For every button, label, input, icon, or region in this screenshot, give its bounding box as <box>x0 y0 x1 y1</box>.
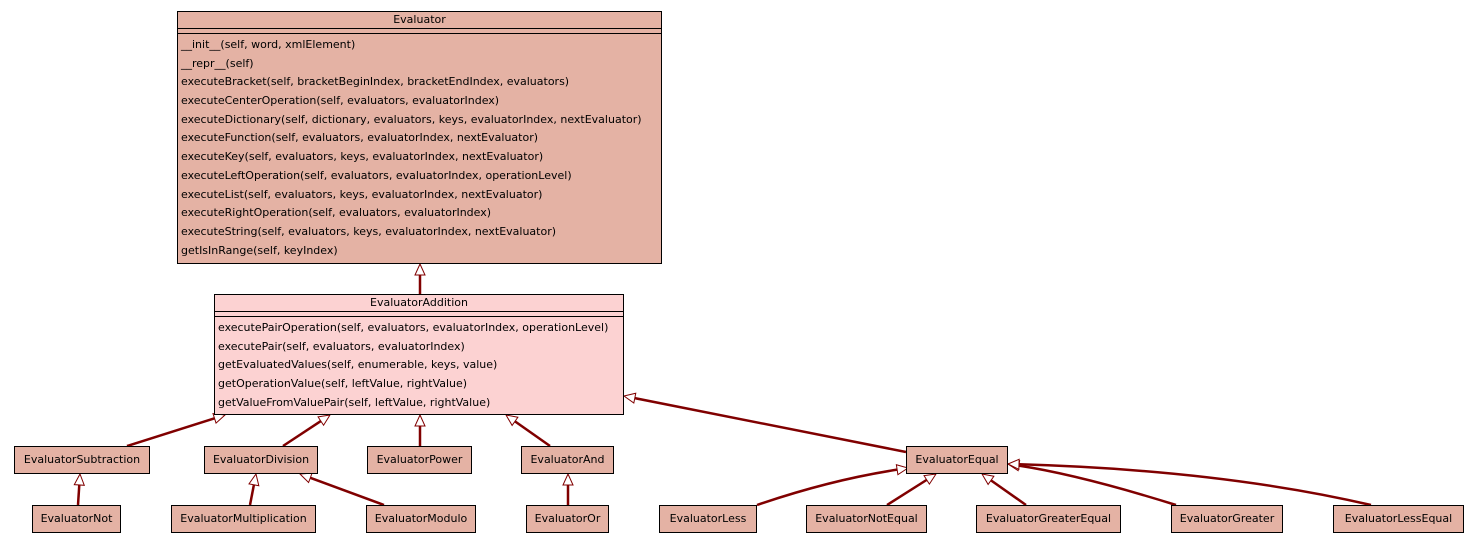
edge-not-subtraction <box>73 472 86 506</box>
class-evaluator-not-equal[interactable]: EvaluatorNotEqual <box>806 505 927 533</box>
class-evaluator-power[interactable]: EvaluatorPower <box>367 446 472 474</box>
class-evaluator-methods: __init__(self, word, xmlElement) __repr_… <box>178 34 661 260</box>
class-evaluator-and[interactable]: EvaluatorAnd <box>521 446 614 474</box>
edge-less-equal <box>756 464 910 507</box>
edge-notequal-equal <box>886 473 938 507</box>
class-evaluator[interactable]: Evaluator __init__(self, word, xmlElemen… <box>177 11 662 264</box>
method: executeDictionary(self, dictionary, eval… <box>181 112 642 126</box>
edge-addition-evaluator <box>414 262 426 294</box>
method: getEvaluatedValues(self, enumerable, key… <box>218 358 498 372</box>
edge-modulo-division <box>298 472 385 507</box>
method: __init__(self, word, xmlElement) <box>181 38 356 51</box>
method: executePair(self, evaluators, evaluatorI… <box>218 339 465 353</box>
edge-lessequal-equal <box>1006 458 1372 507</box>
method: executeList(self, evaluators, keys, eval… <box>181 187 543 201</box>
edge-equal-addition <box>622 392 907 454</box>
class-evaluator-less[interactable]: EvaluatorLess <box>659 505 757 533</box>
method: executeKey(self, evaluators, keys, evalu… <box>181 150 544 164</box>
class-evaluator-division[interactable]: EvaluatorDivision <box>204 446 318 474</box>
edge-division-addition <box>282 414 332 448</box>
class-evaluator-addition-title: EvaluatorAddition <box>215 295 623 312</box>
method: __repr__(self) <box>181 56 254 70</box>
edge-and-addition <box>505 414 551 448</box>
edge-subtraction-addition <box>126 412 227 448</box>
class-evaluator-or[interactable]: EvaluatorOr <box>526 505 609 533</box>
class-evaluator-equal[interactable]: EvaluatorEqual <box>906 446 1008 474</box>
method: getOperationValue(self, leftValue, right… <box>218 377 468 391</box>
method: getIsInRange(self, keyIndex) <box>181 243 338 257</box>
method: executeLeftOperation(self, evaluators, e… <box>181 168 572 182</box>
method: getValueFromValuePair(self, leftValue, r… <box>218 395 491 409</box>
class-evaluator-multiplication[interactable]: EvaluatorMultiplication <box>171 505 316 533</box>
class-evaluator-less-equal[interactable]: EvaluatorLessEqual <box>1333 505 1464 533</box>
edge-greaterequal-equal <box>981 473 1027 507</box>
class-evaluator-title: Evaluator <box>178 12 661 29</box>
method: executeBracket(self, bracketBeginIndex, … <box>181 75 570 89</box>
class-evaluator-greater-equal[interactable]: EvaluatorGreaterEqual <box>976 505 1121 533</box>
class-evaluator-modulo[interactable]: EvaluatorModulo <box>366 505 476 533</box>
method: executePairOperation(self, evaluators, e… <box>218 321 609 334</box>
method: executeString(self, evaluators, keys, ev… <box>181 224 557 238</box>
edge-or-and <box>562 472 574 505</box>
class-evaluator-addition[interactable]: EvaluatorAddition executePairOperation(s… <box>214 294 624 415</box>
class-evaluator-not[interactable]: EvaluatorNot <box>32 505 121 533</box>
class-evaluator-subtraction[interactable]: EvaluatorSubtraction <box>14 446 150 474</box>
method: executeRightOperation(self, evaluators, … <box>181 206 492 220</box>
class-evaluator-greater[interactable]: EvaluatorGreater <box>1171 505 1283 533</box>
edge-multiplication-division <box>248 472 260 506</box>
method: executeCenterOperation(self, evaluators,… <box>181 94 500 108</box>
class-evaluator-addition-methods: executePairOperation(self, evaluators, e… <box>215 317 623 412</box>
class-evaluator-addition-attributes <box>215 312 623 317</box>
class-evaluator-attributes <box>178 29 661 34</box>
edge-power-addition <box>414 413 426 446</box>
method: executeFunction(self, evaluators, evalua… <box>181 131 539 145</box>
